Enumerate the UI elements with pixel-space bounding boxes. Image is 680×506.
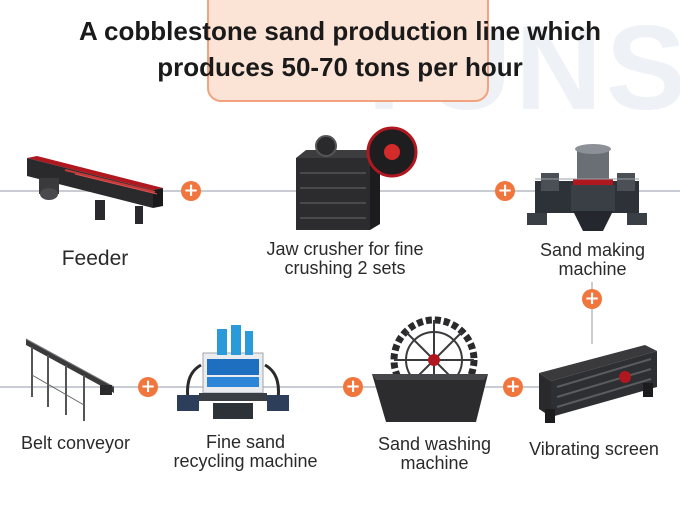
sand-making-label-line-2: machine — [558, 259, 627, 279]
vibrating-screen-icon — [539, 345, 657, 423]
vibrating-screen-label: Vibrating screen — [529, 439, 659, 459]
jaw-crusher-icon — [296, 126, 418, 230]
plus-icon-feeder-to-jaw: + — [181, 181, 201, 201]
plus-icon-sandmaker-to-screen: + — [582, 289, 602, 309]
sand-making-label: Sand making machine — [525, 241, 660, 279]
sand-washing-label-line-1: Sand washing — [377, 434, 492, 454]
fine-sand-recycling-machine-icon — [177, 325, 289, 419]
title-line-2: produces 50-70 tons per hour — [157, 52, 523, 82]
title-highlight-box — [207, 0, 489, 102]
jaw-crusher-label: Jaw crusher for fine crushing 2 sets — [250, 240, 440, 278]
page-title: A cobblestone sand production line which… — [0, 13, 680, 85]
belt-conveyor-label: Belt conveyor — [20, 433, 131, 453]
sand-washing-label: Sand washing machine — [362, 435, 507, 473]
connector-line-bottom — [0, 386, 545, 388]
feeder-icon — [27, 156, 163, 224]
sand-washing-machine-icon — [372, 316, 488, 422]
sand-making-label-line-1: Sand making — [539, 240, 646, 260]
fine-sand-recycling-label-line-2: recycling machine — [173, 451, 318, 471]
jaw-crusher-label-line-2: crushing 2 sets — [284, 258, 406, 278]
fine-sand-recycling-label: Fine sand recycling machine — [163, 433, 328, 471]
feeder-label: Feeder — [61, 247, 129, 270]
plus-icon-washer-to-screen: + — [503, 377, 523, 397]
jaw-crusher-label-line-1: Jaw crusher for fine — [266, 239, 424, 259]
sand-washing-label-line-2: machine — [400, 453, 469, 473]
fine-sand-recycling-label-line-1: Fine sand — [205, 432, 286, 452]
title-line-1: A cobblestone sand production line which — [79, 16, 601, 46]
belt-conveyor-icon — [25, 338, 115, 421]
connector-line-vertical — [591, 282, 593, 344]
plus-icon-conveyor-to-recycler: + — [138, 377, 158, 397]
sand-making-machine-icon — [527, 144, 647, 231]
plus-icon-recycler-to-washer: + — [343, 377, 363, 397]
plus-icon-jaw-to-sandmaker: + — [495, 181, 515, 201]
